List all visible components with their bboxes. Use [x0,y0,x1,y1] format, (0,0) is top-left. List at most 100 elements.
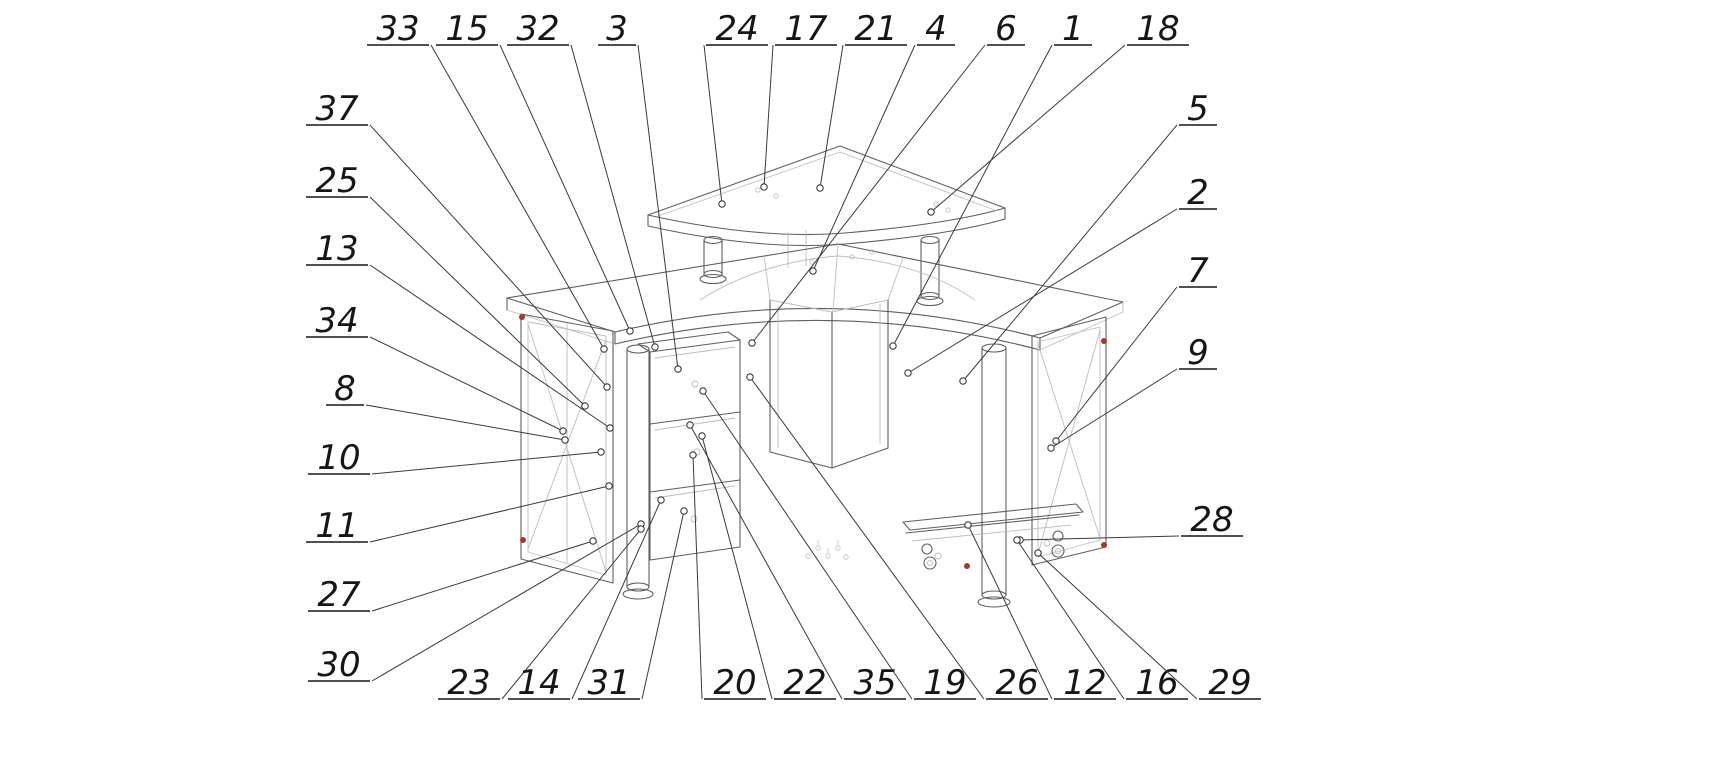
shelf-post-right [916,235,944,307]
leader-line [430,44,605,350]
leader-line [371,451,602,475]
callout-number: 5 [1187,89,1209,129]
shelf-back-supports [787,230,807,268]
leader-endpoint [606,424,614,432]
callout-number: 12 [1063,663,1106,703]
callout-number: 7 [1187,251,1209,291]
callout-number: 26 [995,663,1038,703]
callout-37: 37 [306,89,611,391]
leader-endpoint [603,383,611,391]
leader-endpoint [699,387,707,395]
leader-endpoint [600,345,608,353]
leader-line [907,208,1178,374]
callout-number: 19 [923,663,966,703]
callout-15: 15 [436,9,634,335]
leader-line [371,540,594,612]
leader-line [751,44,986,344]
corner-pins [519,314,1107,569]
top-shelf [647,145,1006,247]
leader-line [365,404,566,441]
callout-7: 7 [1052,251,1217,445]
callout-32: 32 [507,9,659,351]
callout-number: 35 [853,663,896,703]
leader-line [703,44,723,205]
callout-24: 24 [703,9,768,208]
leader-line [692,454,703,700]
leader-endpoint [597,448,605,456]
leader-endpoint [657,496,665,504]
callout-number: 23 [447,663,490,703]
leader-endpoint [816,184,824,192]
callout-number: 29 [1208,663,1251,703]
callout-number: 37 [315,89,359,129]
callout-number: 11 [315,506,358,546]
leader-endpoint [559,427,567,435]
callout-21: 21 [816,9,907,192]
leader-line [812,44,916,272]
callout-30: 30 [308,520,645,685]
leader-endpoint [809,267,817,275]
leader-endpoint [581,402,589,410]
callout-number: 20 [713,663,756,703]
desktop [506,243,1124,351]
callout-number: 2 [1187,173,1209,213]
leader-line [819,44,844,189]
callout-number: 17 [784,9,828,49]
callout-27: 27 [308,537,597,615]
leader-line [930,44,1126,213]
callout-number: 8 [334,369,356,409]
leader-endpoint [748,339,756,347]
callout-number: 33 [376,9,419,49]
callout-number: 32 [516,9,559,49]
leader-line [371,523,642,682]
callout-18: 18 [927,9,1189,216]
callout-1: 1 [889,9,1092,350]
leader-endpoint [674,365,682,373]
leader-endpoint [1034,549,1042,557]
leader-line [1016,539,1125,700]
leader-line [967,524,1053,700]
leader-line [1019,535,1180,541]
leader-line [763,44,774,188]
callout-number: 3 [606,9,628,49]
callout-29: 29 [1034,549,1261,703]
callout-number: 27 [317,575,361,615]
leader-endpoint [927,208,935,216]
leader-line [701,435,773,700]
callout-12: 12 [964,521,1116,703]
leader-endpoint [746,373,754,381]
leader-endpoint [1052,437,1060,445]
callout-number: 25 [315,161,358,201]
leader-line [369,264,611,429]
desk-drawing [506,145,1124,608]
callout-3: 3 [598,9,682,373]
callout-number: 9 [1187,333,1209,373]
leader-endpoint [964,521,972,529]
leader-line [570,44,656,348]
left-front-leg [622,344,654,600]
leader-endpoint [1013,536,1021,544]
right-front-leg [977,343,1011,608]
leader-line [1055,286,1178,442]
leader-line [369,485,610,543]
leader-endpoint [626,327,634,335]
callout-number: 34 [315,301,358,341]
callout-31: 31 [578,507,688,703]
callout-number: 24 [715,9,758,49]
leader-line [571,499,662,700]
callout-number: 15 [445,9,488,49]
callout-26: 26 [746,373,1048,703]
callout-number: 1 [1062,9,1084,49]
leader-line [702,390,913,700]
callout-number: 31 [587,663,630,703]
callout-34: 34 [306,301,567,435]
leader-line [1050,368,1178,449]
leader-endpoint [680,507,688,515]
shelf-post-left [699,235,727,285]
callout-25: 25 [306,161,589,410]
callout-19: 19 [699,387,976,703]
leader-endpoint [698,432,706,440]
leader-line [1037,552,1198,700]
